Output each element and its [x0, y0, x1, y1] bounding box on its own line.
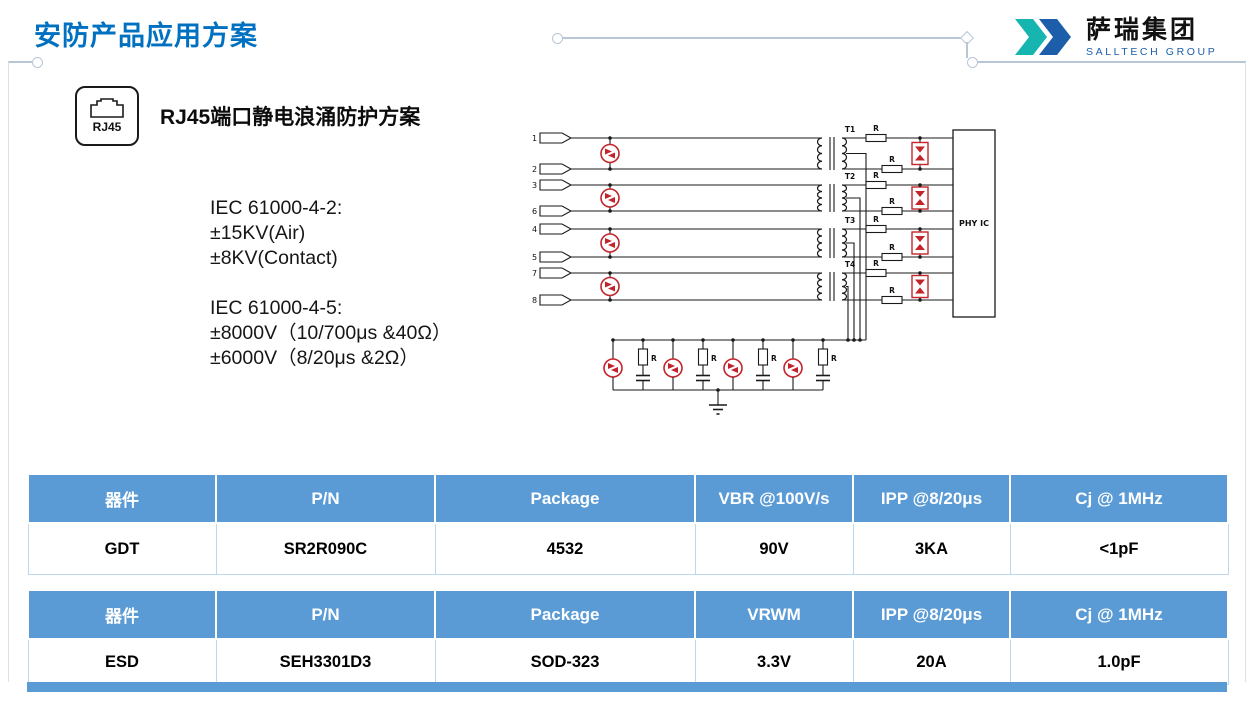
spec-line [210, 271, 451, 296]
logo-name-en: SALLTECH GROUP [1086, 46, 1218, 58]
iec-spec-text: IEC 61000-4-2: ±15KV(Air) ±8KV(Contact) … [210, 196, 451, 371]
header-cell: IPP @8/20μs [852, 473, 1011, 524]
svg-text:8: 8 [532, 296, 537, 305]
table-row: ESD SEH3301D3 SOD-323 3.3V 20A 1.0pF [27, 638, 1229, 685]
spec-line: ±15KV(Air) [210, 222, 306, 244]
spec-line: ±6000V（8/20μs &2Ω） [210, 347, 419, 369]
svg-text:R: R [711, 354, 717, 363]
svg-text:4: 4 [532, 225, 537, 234]
data-cell: 1.0pF [1009, 638, 1229, 685]
data-cell: SEH3301D3 [215, 638, 436, 685]
spec-line: IEC 61000-4-2: [210, 197, 343, 219]
data-cell: 20A [852, 638, 1011, 685]
deco-line-top [562, 37, 964, 39]
header-cell: VBR @100V/s [694, 473, 854, 524]
header-cell: Cj @ 1MHz [1009, 473, 1229, 524]
left-edge-line [8, 62, 9, 682]
header-cell: Package [434, 473, 696, 524]
svg-text:R: R [771, 354, 777, 363]
gdt-spec-table: 器件 P/N Package VBR @100V/s IPP @8/20μs C… [27, 473, 1229, 575]
data-cell: 3KA [852, 522, 1011, 575]
isolation-transformers: T1 T2 T3 T4 [816, 125, 855, 301]
series-resistors: R R R R R R R R [865, 124, 903, 305]
rj45-jack-icon [90, 98, 124, 118]
data-cell: ESD [27, 638, 217, 685]
table-header-row: 器件 P/N Package VRWM IPP @8/20μs Cj @ 1MH… [27, 589, 1229, 640]
svg-text:R: R [651, 354, 657, 363]
esd-diode-arrays [911, 136, 929, 302]
deco-node-circle-right [967, 56, 978, 68]
header-cell: Cj @ 1MHz [1009, 589, 1229, 640]
header-cell: IPP @8/20μs [852, 589, 1011, 640]
svg-text:T1: T1 [845, 125, 855, 134]
page-title: 安防产品应用方案 [34, 21, 258, 51]
header-cell: Package [434, 589, 696, 640]
rj45-icon-label: RJ45 [92, 120, 122, 134]
deco-line-left [8, 61, 32, 63]
data-cell: 4532 [434, 522, 696, 575]
svg-text:R: R [873, 259, 879, 268]
table-row: GDT SR2R090C 4532 90V 3KA <1pF [27, 522, 1229, 575]
deco-node-circle-left [32, 56, 43, 68]
svg-text:R: R [889, 155, 895, 164]
deco-node-circle [552, 32, 563, 44]
deco-line-vertical [966, 42, 968, 58]
logo-name-cn: 萨瑞集团 [1086, 16, 1199, 44]
svg-text:R: R [873, 124, 879, 133]
svg-text:T4: T4 [845, 260, 855, 269]
ground-protection-network: R R R R [603, 338, 866, 392]
data-cell: SR2R090C [215, 522, 436, 575]
svg-text:T3: T3 [845, 216, 855, 225]
svg-text:7: 7 [532, 269, 537, 278]
rj45-icon: RJ45 [75, 86, 139, 146]
svg-text:R: R [873, 171, 879, 180]
bottom-accent-bar [27, 682, 1227, 692]
pin-numbers: 1 2 3 6 4 5 7 8 [532, 134, 537, 305]
svg-text:2: 2 [532, 165, 537, 174]
header-cell: 器件 [27, 473, 217, 524]
svg-text:6: 6 [532, 207, 537, 216]
svg-text:R: R [873, 215, 879, 224]
header-cell: VRWM [694, 589, 854, 640]
svg-text:R: R [889, 197, 895, 206]
rj45-protection-circuit-diagram: 1 2 3 6 4 5 7 8 [532, 124, 996, 415]
data-cell: GDT [27, 522, 217, 575]
header-cell: 器件 [27, 589, 217, 640]
data-cell: 3.3V [694, 638, 854, 685]
svg-text:R: R [889, 243, 895, 252]
logo-icon [1015, 19, 1071, 55]
spec-line: ±8000V（10/700μs &40Ω） [210, 322, 452, 344]
data-cell: SOD-323 [434, 638, 696, 685]
data-cell: <1pF [1009, 522, 1229, 575]
svg-text:R: R [889, 286, 895, 295]
spec-line: ±8KV(Contact) [210, 247, 338, 269]
ground-symbol [709, 390, 727, 415]
header-cell: P/N [215, 473, 436, 524]
phy-ic: PHY IC [952, 129, 996, 318]
svg-text:1: 1 [532, 134, 537, 143]
table-header-row: 器件 P/N Package VBR @100V/s IPP @8/20μs C… [27, 473, 1229, 524]
pin-connectors [539, 132, 573, 306]
signal-wires [571, 137, 953, 301]
svg-text:PHY IC: PHY IC [959, 219, 989, 228]
esd-spec-table: 器件 P/N Package VRWM IPP @8/20μs Cj @ 1MH… [27, 589, 1229, 685]
spec-line: IEC 61000-4-5: [210, 297, 343, 319]
svg-text:R: R [831, 354, 837, 363]
company-logo: 萨瑞集团 SALLTECH GROUP [1012, 12, 1217, 62]
data-cell: 90V [694, 522, 854, 575]
gdt-line-protectors [600, 136, 620, 302]
svg-text:T2: T2 [845, 172, 855, 181]
header-cell: P/N [215, 589, 436, 640]
svg-text:5: 5 [532, 253, 537, 262]
right-edge-line [1245, 62, 1246, 682]
section-heading: RJ45端口静电浪涌防护方案 [160, 106, 421, 129]
deco-line-right [977, 61, 1246, 63]
center-tap-wires [846, 152, 867, 342]
svg-text:3: 3 [532, 181, 537, 190]
